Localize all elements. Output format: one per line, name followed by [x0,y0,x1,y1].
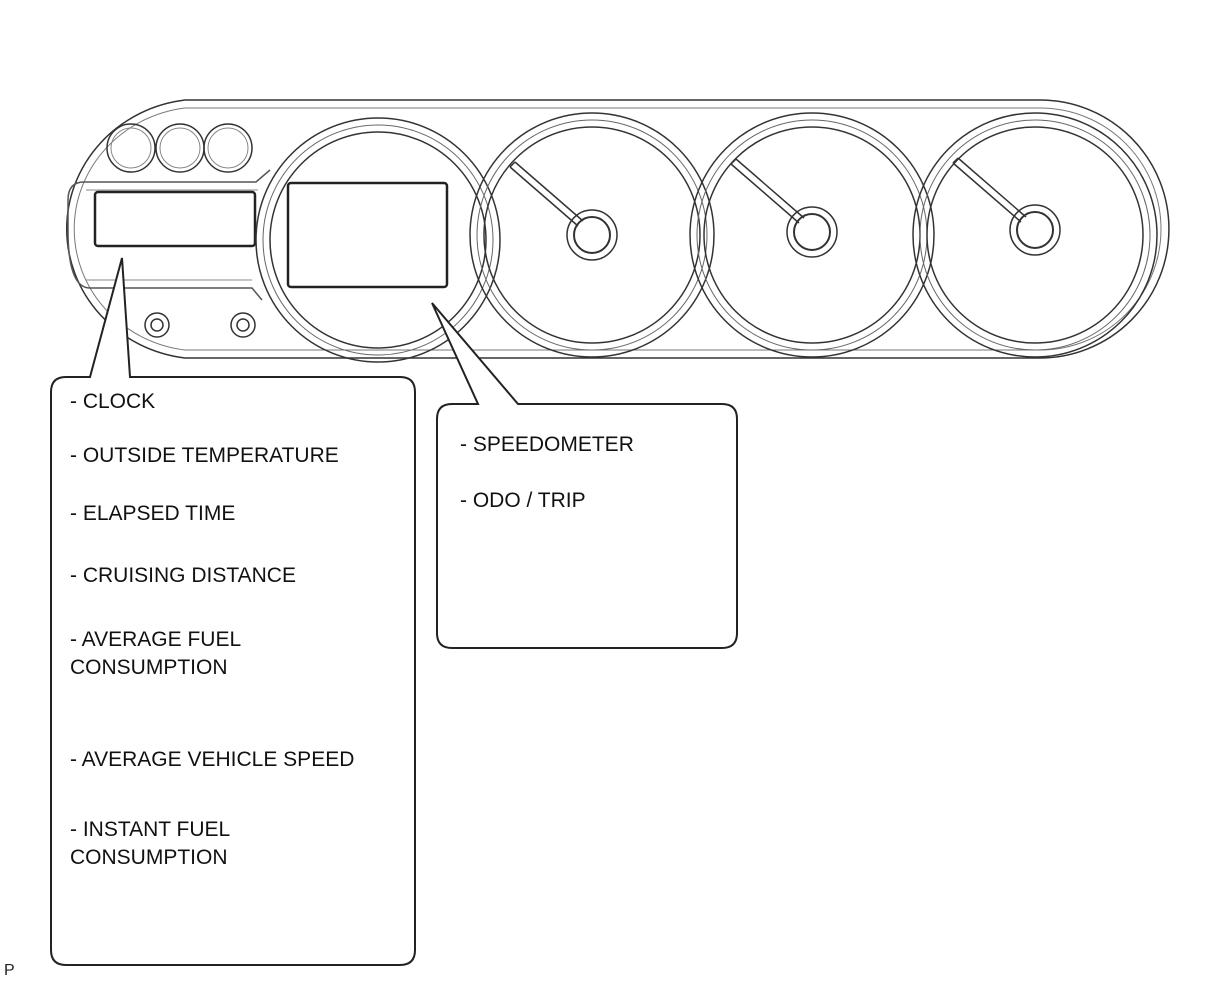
adjust-knob-right-inner [236,318,250,332]
label-instant-fuel-consumption: - INSTANT FUEL CONSUMPTION [70,818,231,869]
gauge-1-face [483,126,701,344]
gauge-1-hub-outer [566,209,618,261]
gauge-3-needle [952,157,1027,223]
cluster-housing-outline [66,99,1170,359]
speedometer-bezel-outer [255,117,501,363]
gauge-1-bezel-outer [469,112,715,358]
gauge-3-face [926,126,1144,344]
indicator-lamp-3 [203,123,253,173]
gauge-1-needle [509,161,584,227]
multi-information-display [93,190,257,248]
gauge-2-hub-inner [793,213,831,251]
label-outside-temperature: - OUTSIDE TEMPERATURE [70,444,339,467]
speedometer-bezel-mid [262,124,494,356]
label-clock: - CLOCK [70,390,156,413]
left-panel-frame [67,169,271,301]
indicator-lamp-1 [106,123,156,173]
label-speedometer: - SPEEDOMETER [460,433,634,456]
gauge-3-bezel-outer [912,112,1158,358]
adjust-knob-left-inner [150,318,164,332]
label-odo-trip: - ODO / TRIP [460,489,586,512]
label-elapsed-time: - ELAPSED TIME [70,502,236,525]
corner-mark: P [4,962,15,979]
indicator-lamp-3-inner [207,127,249,169]
label-cruising-distance: - CRUISING DISTANCE [70,564,296,587]
gauge-2-bezel-outer [689,112,935,358]
gauge-3-bezel-mid [919,119,1151,351]
label-average-vehicle-speed: - AVERAGE VEHICLE SPEED [70,748,355,771]
left-callout-labels: - CLOCK - OUTSIDE TEMPERATURE - ELAPSED … [70,388,410,948]
gauge-2-needle [730,158,805,224]
gauge-2-hub-outer [786,206,838,258]
speedometer-display [286,181,449,289]
indicator-lamp-2 [155,123,205,173]
label-average-fuel-consumption: - AVERAGE FUEL CONSUMPTION [70,628,242,679]
left-panel-frame-inner [86,189,258,281]
gauge-1-hub-inner [573,216,611,254]
adjust-knob-left [144,312,170,338]
gauge-3-hub-inner [1016,211,1054,249]
indicator-lamp-1-inner [110,127,152,169]
speedometer-face [269,131,487,349]
left-callout-box [50,257,416,966]
indicator-lamp-2-inner [159,127,201,169]
right-callout-box [431,302,738,649]
right-callout-labels: - SPEEDOMETER - ODO / TRIP [460,431,730,631]
gauge-1-bezel-mid [476,119,708,351]
gauge-2-bezel-mid [696,119,928,351]
adjust-knob-right [230,312,256,338]
gauge-3-hub-outer [1009,204,1061,256]
